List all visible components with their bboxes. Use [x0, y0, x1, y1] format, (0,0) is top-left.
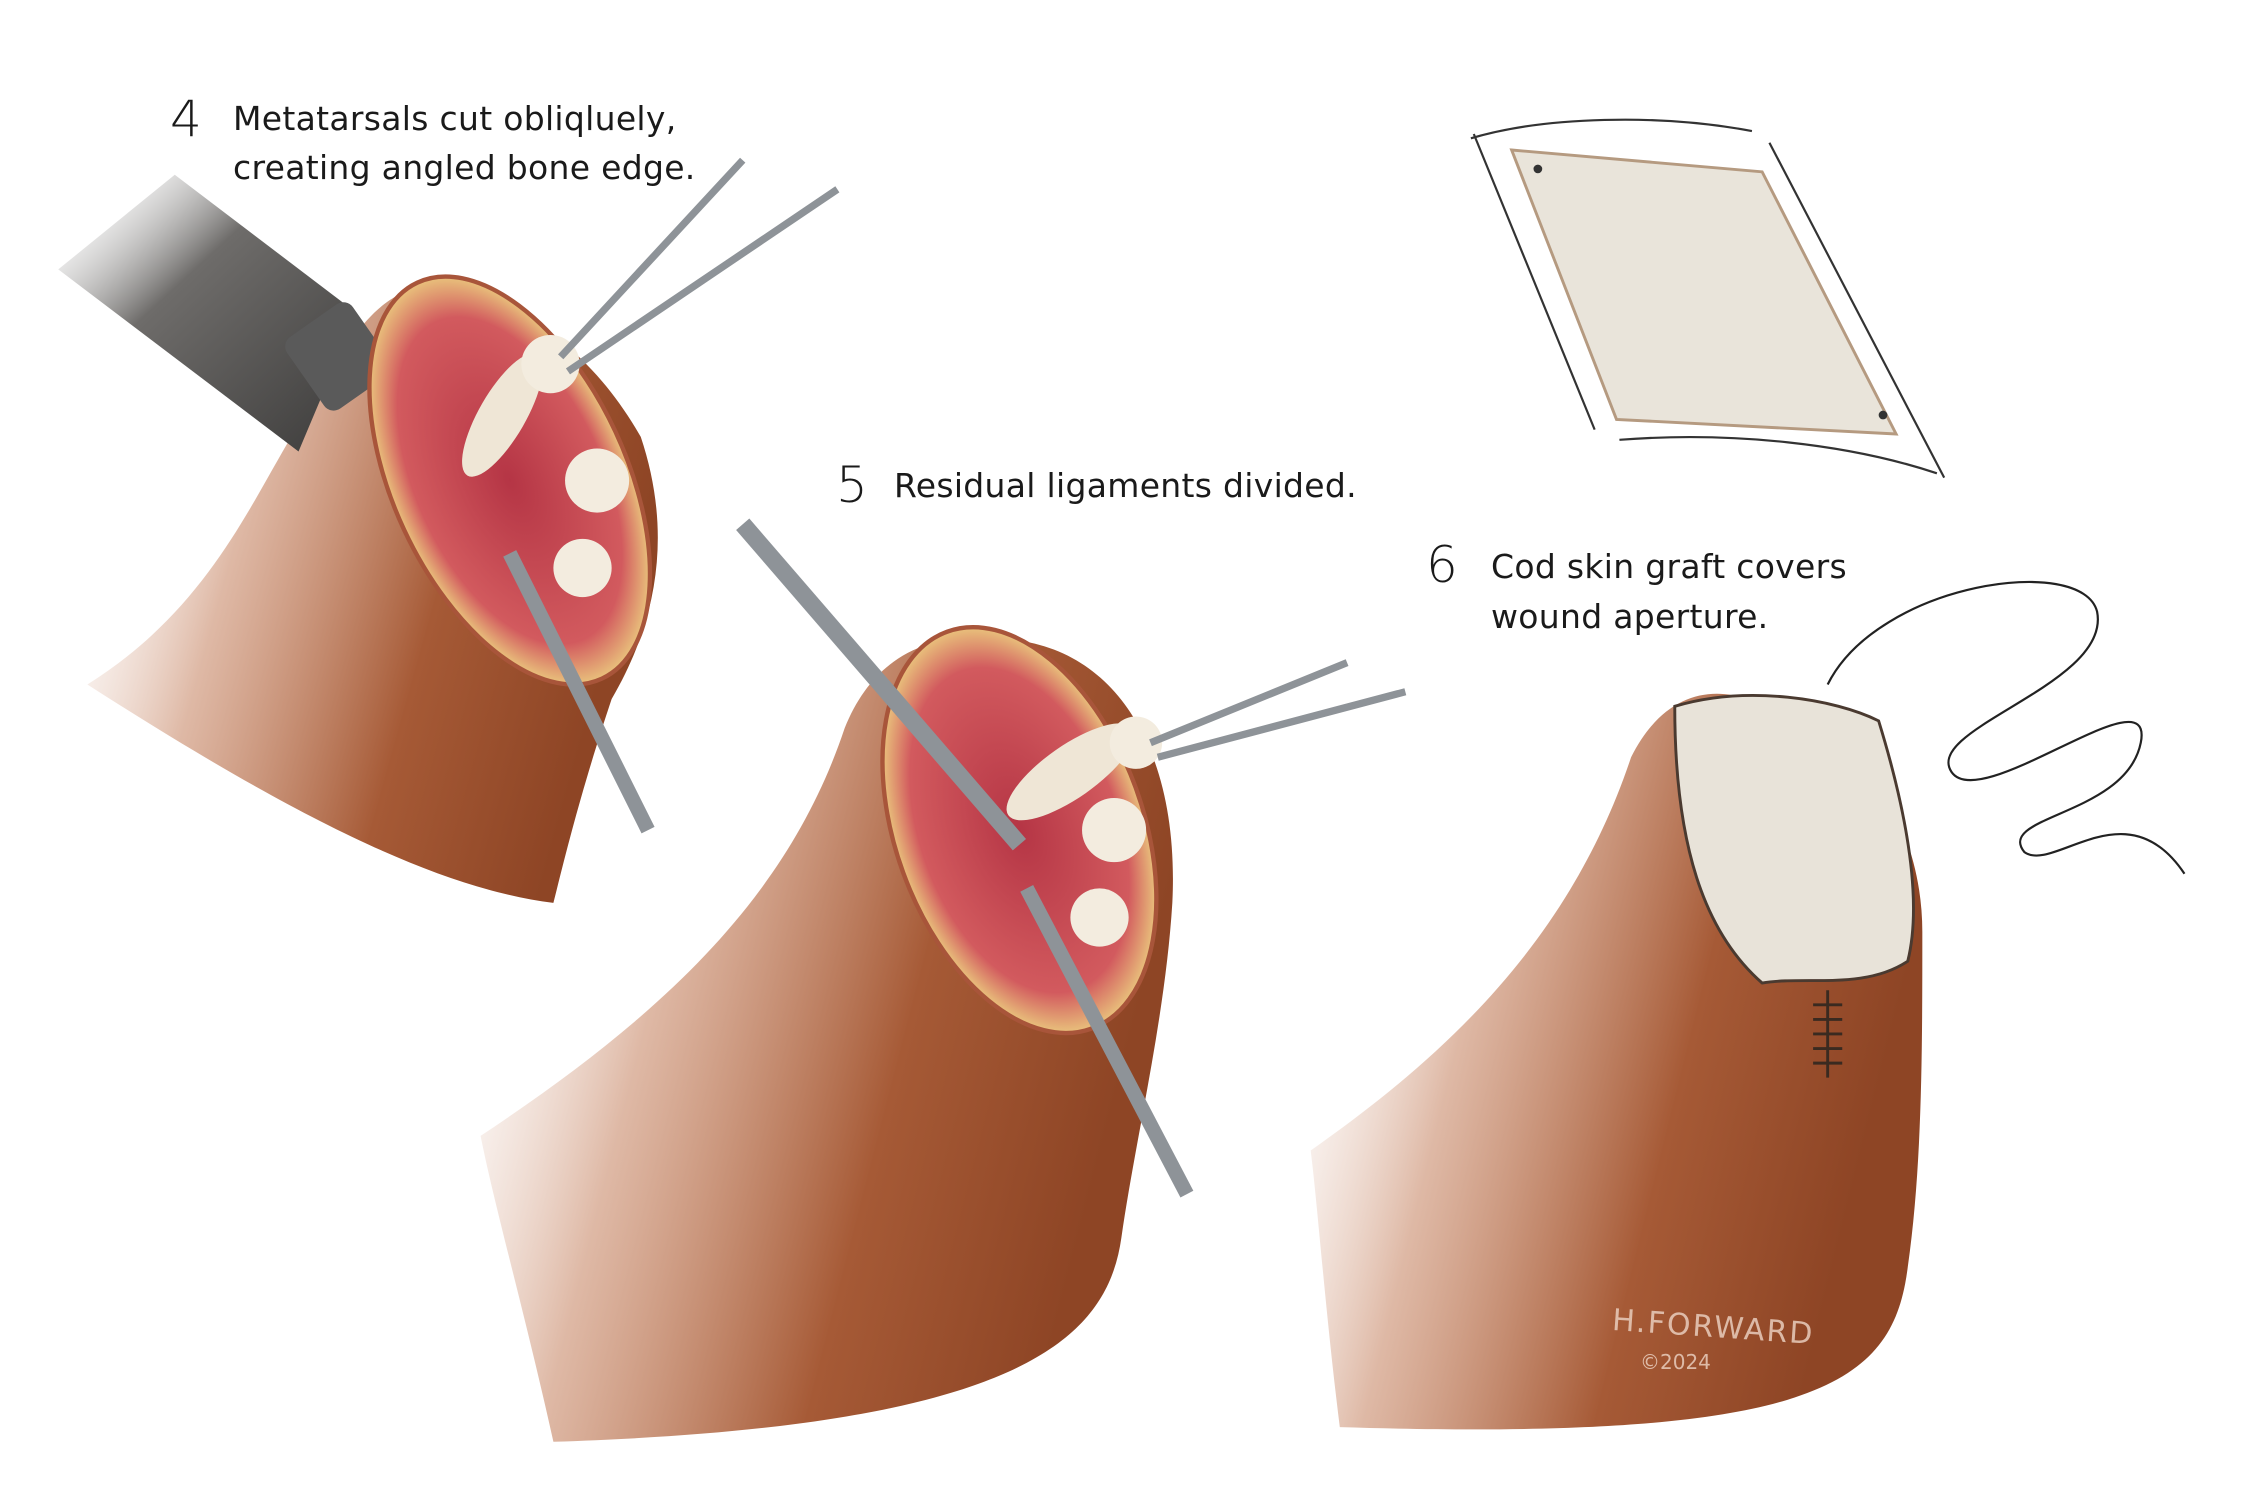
suture-thread	[1826, 580, 2186, 875]
scalpel-icon	[736, 518, 1027, 851]
caption-line: Cod skin graft covers	[1491, 547, 1847, 586]
arrow-icon	[1472, 133, 1596, 431]
graft-patch-diagram	[1470, 118, 1946, 479]
step-number: 6	[1426, 536, 1458, 594]
arrow-icon	[1619, 436, 1938, 475]
bone-saw-icon	[58, 174, 357, 452]
caption-line: Residual ligaments divided.	[894, 466, 1357, 505]
caption-line: wound aperture.	[1491, 597, 1769, 636]
forceps-icon	[558, 157, 840, 375]
signature-copyright: ©2024	[1640, 1350, 1711, 1374]
forceps-icon	[1149, 659, 1407, 761]
step6-foot	[1310, 580, 2186, 1430]
retractor-icon	[503, 550, 655, 834]
arrow-icon	[1470, 118, 1753, 140]
caption-line: creating angled bone edge.	[233, 148, 696, 187]
step-number: 5	[836, 456, 868, 514]
step5-foot	[480, 518, 1407, 1442]
arrow-icon	[1768, 142, 1946, 479]
caption-line: Metatarsals cut obliqluely,	[233, 99, 677, 138]
cod-skin-graft	[1673, 694, 1915, 985]
step4-foot	[58, 157, 840, 903]
retractor-icon	[1020, 884, 1194, 1198]
step-number: 4	[170, 90, 202, 148]
